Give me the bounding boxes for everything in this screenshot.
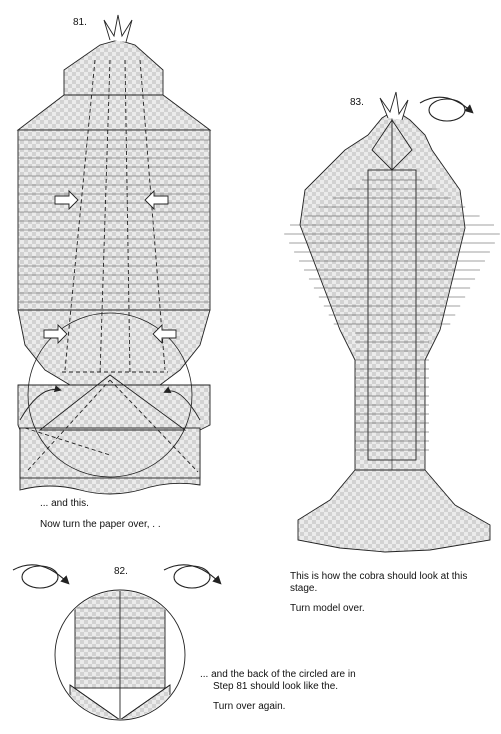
step-81-shoulders [16,94,212,131]
step-81-head-tips [103,14,133,43]
step-82-caption-3: Turn over again. [213,701,286,712]
step-81-caption-2: Now turn the paper over, . . [40,519,161,530]
step-83-caption-1: This is how the cobra should look at thi… [290,571,468,582]
step-83-caption-2: stage. [290,583,318,594]
step-81-highlight-circle [27,312,193,478]
step-81-head [63,39,164,96]
step-83-number: 83. [350,97,364,108]
step-81-waist [17,309,211,386]
push-arrow-icon [54,189,79,211]
push-arrow-icon [144,189,169,211]
step-81-fold-lines [24,59,199,473]
step-82-caption-1: ... and the back of the circled are in [200,669,356,680]
step-82-caption-2: Step 81 should look like the. [213,681,339,692]
step-81-base-triangle [38,374,187,431]
step-81-body-stripes [18,139,210,303]
step-81-model [16,14,212,495]
step-82-number: 82. [114,566,128,577]
step-81-caption-1: ... and this. [40,498,89,509]
step-81-base-panel [19,427,201,479]
turn-over-arrow-icon [163,564,222,589]
step-81-body [17,129,211,311]
push-arrow-icon [43,323,68,345]
step-82-model [54,589,186,721]
step-83-model [284,91,500,553]
step-81-number: 81. [73,17,87,28]
step-83-head-tips [379,91,409,121]
step-81-left-curve-arrow [19,385,62,421]
turn-over-arrow-icon [419,96,474,122]
push-arrow-icon [152,323,177,345]
step-83-caption-3: Turn model over. [290,603,365,614]
turn-over-arrow-icon [12,564,70,589]
step-81-right-curve-arrow [163,386,201,421]
